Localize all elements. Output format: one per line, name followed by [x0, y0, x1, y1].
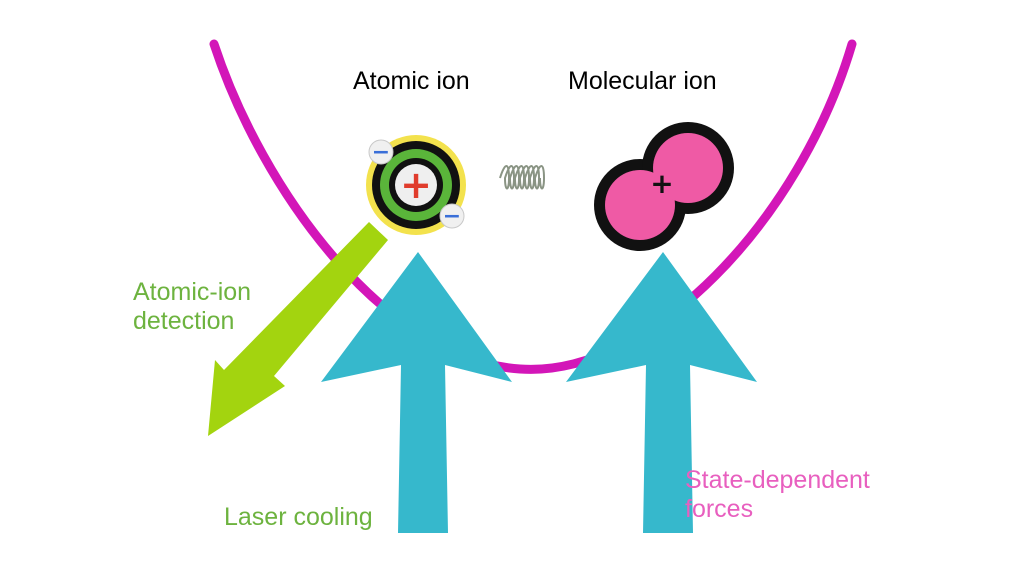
nucleus-plus-sign: + [400, 163, 432, 207]
electron-1 [368, 139, 394, 165]
atom-icon: + − − [366, 135, 466, 235]
forces-label-line-1: State-dependent [685, 466, 870, 494]
laser-cooling-arrow [321, 252, 512, 533]
electron-1-minus-sign: − [372, 140, 390, 165]
state-dependent-force-arrow [566, 252, 757, 533]
detection-arrow [208, 222, 388, 436]
laser-cooling-label: Laser cooling [224, 503, 373, 531]
molecule-atom-2 [653, 133, 723, 203]
atomic-ion-label: Atomic ion [353, 67, 470, 95]
molecule-icon: + [594, 122, 734, 251]
electron-2-minus-sign: − [443, 204, 461, 229]
molecule-plus-sign: + [650, 167, 673, 200]
forces-label-line-2: forces [685, 495, 754, 523]
nucleus [395, 164, 437, 206]
detection-label-line-1: Atomic-ion [133, 278, 252, 306]
trap-potential-curve [209, 39, 857, 374]
detection-label-line-2: detection [133, 307, 235, 335]
molecule-atom-1 [605, 170, 675, 240]
electron-2 [439, 203, 465, 229]
spring-icon [499, 165, 546, 190]
detection-label: Atomic-ion detection [133, 278, 251, 336]
state-dependent-forces-label: State-dependent forces [685, 466, 870, 524]
molecular-ion-label: Molecular ion [568, 67, 717, 95]
